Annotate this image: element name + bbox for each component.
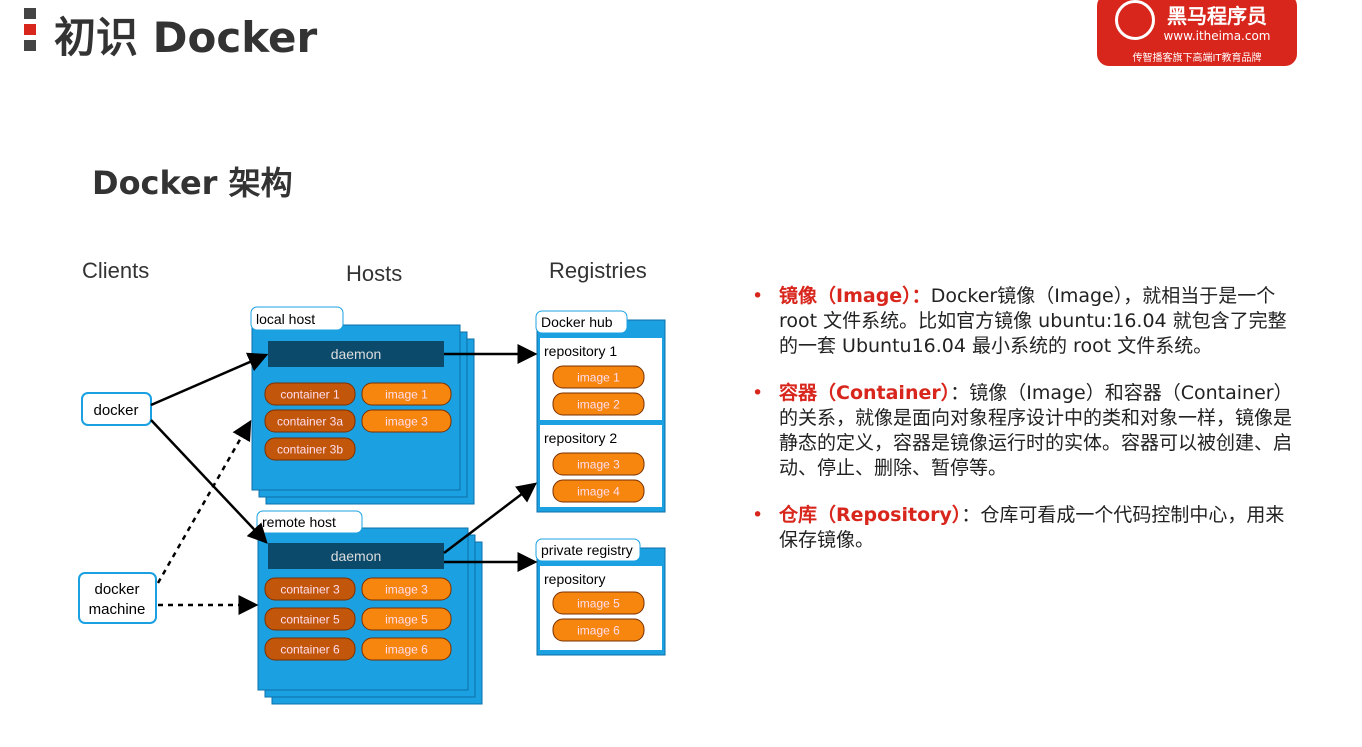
image-label: image 3 xyxy=(385,415,428,429)
page-title: 初识 Docker xyxy=(54,13,318,62)
note-repository: • 仓库（Repository）：仓库可看成一个代码控制中心，用来保存镜像。 xyxy=(752,503,1302,553)
logo-slogan: 传智播客旗下高端IT教育品牌 xyxy=(1132,53,1262,64)
repo-label: repository 2 xyxy=(544,430,617,446)
image xyxy=(552,452,645,476)
bullet-icon: • xyxy=(752,504,764,526)
container xyxy=(264,607,356,631)
image-label: image 4 xyxy=(577,485,620,499)
registries-header: Registries xyxy=(549,258,647,283)
logo-url: www.itheima.com xyxy=(1163,29,1271,43)
image-label: image 3 xyxy=(577,458,620,472)
note-text: ：镜像（Image）和容器（Container）的关系，就像是面向对象程序设计中… xyxy=(779,382,1293,479)
image-label: image 5 xyxy=(577,597,620,611)
client-label: docker xyxy=(94,581,139,598)
container-label: container 5 xyxy=(280,613,340,627)
section-title: Docker 架构 xyxy=(92,164,293,202)
image-label: image 1 xyxy=(577,371,620,385)
bullet-icon: • xyxy=(752,285,764,307)
container xyxy=(264,437,356,461)
image xyxy=(361,382,452,406)
arrow xyxy=(150,352,269,407)
image-label: image 3 xyxy=(385,583,428,597)
container xyxy=(264,382,356,406)
daemon-label: daemon xyxy=(331,548,382,564)
daemon xyxy=(268,341,444,367)
docker-client: docker xyxy=(81,392,152,426)
image xyxy=(361,577,452,601)
note-key: 镜像（Image）： xyxy=(779,285,931,307)
horse-logo-icon xyxy=(1115,0,1155,40)
bullet-icon: • xyxy=(752,382,764,404)
clients-header: Clients xyxy=(82,258,149,283)
note-key: 容器（Container） xyxy=(779,382,951,404)
note-key: 仓库（Repository） xyxy=(779,504,962,526)
image-label: image 6 xyxy=(577,624,620,638)
note-text: Docker镜像（Image），就相当于是一个 root 文件系统。比如官方镜像… xyxy=(779,285,1287,357)
image-label: image 6 xyxy=(385,643,428,657)
container-label: container 6 xyxy=(280,643,340,657)
note-image: • 镜像（Image）：Docker镜像（Image），就相当于是一个 root … xyxy=(752,284,1302,359)
container-label: container 1 xyxy=(280,388,340,402)
image xyxy=(552,392,645,416)
image xyxy=(361,409,452,433)
image xyxy=(552,618,645,642)
image-label: image 2 xyxy=(577,398,620,412)
daemon xyxy=(268,543,444,569)
arrow xyxy=(150,419,268,544)
hosts-header: Hosts xyxy=(346,261,402,286)
docker-machine-client: docker machine xyxy=(78,572,157,624)
repo-label: repository xyxy=(544,571,605,587)
image xyxy=(361,607,452,631)
container xyxy=(264,409,356,433)
registry-label: Docker hub xyxy=(541,314,613,330)
image-label: image 5 xyxy=(385,613,428,627)
arrow xyxy=(156,419,252,584)
container xyxy=(264,577,356,601)
container-label: container 3b xyxy=(277,443,343,457)
image xyxy=(552,479,645,503)
daemon-label: daemon xyxy=(331,346,382,362)
arrows xyxy=(150,344,538,615)
image xyxy=(552,591,645,615)
host-label: local host xyxy=(256,311,315,327)
note-container: • 容器（Container）：镜像（Image）和容器（Container）的关… xyxy=(752,381,1302,481)
arrow xyxy=(443,482,537,554)
client-label: machine xyxy=(89,601,146,618)
logo-name: 黑马程序员 xyxy=(1167,4,1267,28)
container xyxy=(264,637,356,661)
itheima-logo: 黑马程序员 www.itheima.com 传智播客旗下高端IT教育品牌 xyxy=(1097,0,1297,66)
container-label: container 3a xyxy=(277,415,343,429)
client-label: docker xyxy=(93,402,138,419)
note-text: ：仓库可看成一个代码控制中心，用来保存镜像。 xyxy=(779,504,1285,551)
container-label: container 3 xyxy=(280,583,340,597)
notes-list: • 镜像（Image）：Docker镜像（Image），就相当于是一个 root … xyxy=(752,284,1302,575)
registry-label: private registry xyxy=(541,542,633,558)
image-label: image 1 xyxy=(385,388,428,402)
repo-label: repository 1 xyxy=(544,343,617,359)
image xyxy=(361,637,452,661)
docker-architecture-diagram: Clients Hosts Registries docker docker m… xyxy=(78,258,666,705)
image xyxy=(552,365,645,389)
host-label: remote host xyxy=(262,514,336,530)
